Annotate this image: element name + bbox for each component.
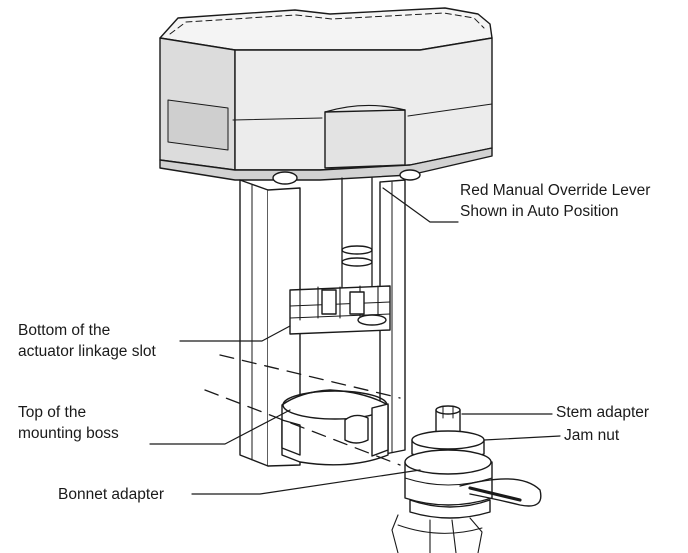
- callout-mounting-boss-line1: Top of the: [18, 404, 87, 421]
- valve-body: [391, 514, 483, 553]
- bracket-bolt-right: [399, 169, 421, 181]
- housing-window: [324, 109, 406, 169]
- retaining-wire: [459, 478, 542, 507]
- leader-mounting-boss: [149, 409, 291, 445]
- callout-linkage-slot: Bottom of the actuator linkage slot: [18, 320, 156, 362]
- callout-bonnet-adapter-text: Bonnet adapter: [58, 486, 165, 503]
- alignment-line-upper: [219, 354, 401, 399]
- callout-stem-adapter: Stem adapter: [556, 402, 649, 423]
- alignment-line-lower: [204, 389, 401, 466]
- actuator-bracket: [239, 169, 421, 467]
- callout-mounting-boss-line2: mounting boss: [18, 425, 119, 442]
- callout-mounting-boss: Top of the mounting boss: [18, 402, 119, 444]
- leader-manual-override: [382, 187, 459, 223]
- actuator-shaft: [341, 177, 373, 301]
- callout-manual-override-line2: Shown in Auto Position: [460, 203, 619, 220]
- actuator-housing: [159, 7, 493, 181]
- housing-lid-top: [159, 7, 493, 51]
- leader-jam-nut: [483, 435, 561, 441]
- callout-jam-nut: Jam nut: [564, 425, 619, 446]
- callout-manual-override-line1: Red Manual Override Lever: [460, 182, 651, 199]
- housing-lid-dashed-edge: [169, 12, 485, 35]
- callout-manual-override: Red Manual Override Lever Shown in Auto …: [460, 180, 650, 222]
- callout-bonnet-adapter: Bonnet adapter: [58, 484, 164, 505]
- leader-linkage-slot: [179, 325, 291, 342]
- callout-stem-adapter-text: Stem adapter: [556, 404, 650, 421]
- valve-assembly: [391, 405, 542, 553]
- callout-linkage-slot-line1: Bottom of the: [18, 322, 111, 339]
- leader-bonnet-adapter: [191, 469, 421, 495]
- alignment-lines: [204, 354, 401, 466]
- callout-jam-nut-text: Jam nut: [564, 427, 620, 444]
- callout-linkage-slot-line2: actuator linkage slot: [18, 343, 156, 360]
- bracket-bolt-left: [272, 171, 298, 185]
- leader-lines: [149, 187, 561, 495]
